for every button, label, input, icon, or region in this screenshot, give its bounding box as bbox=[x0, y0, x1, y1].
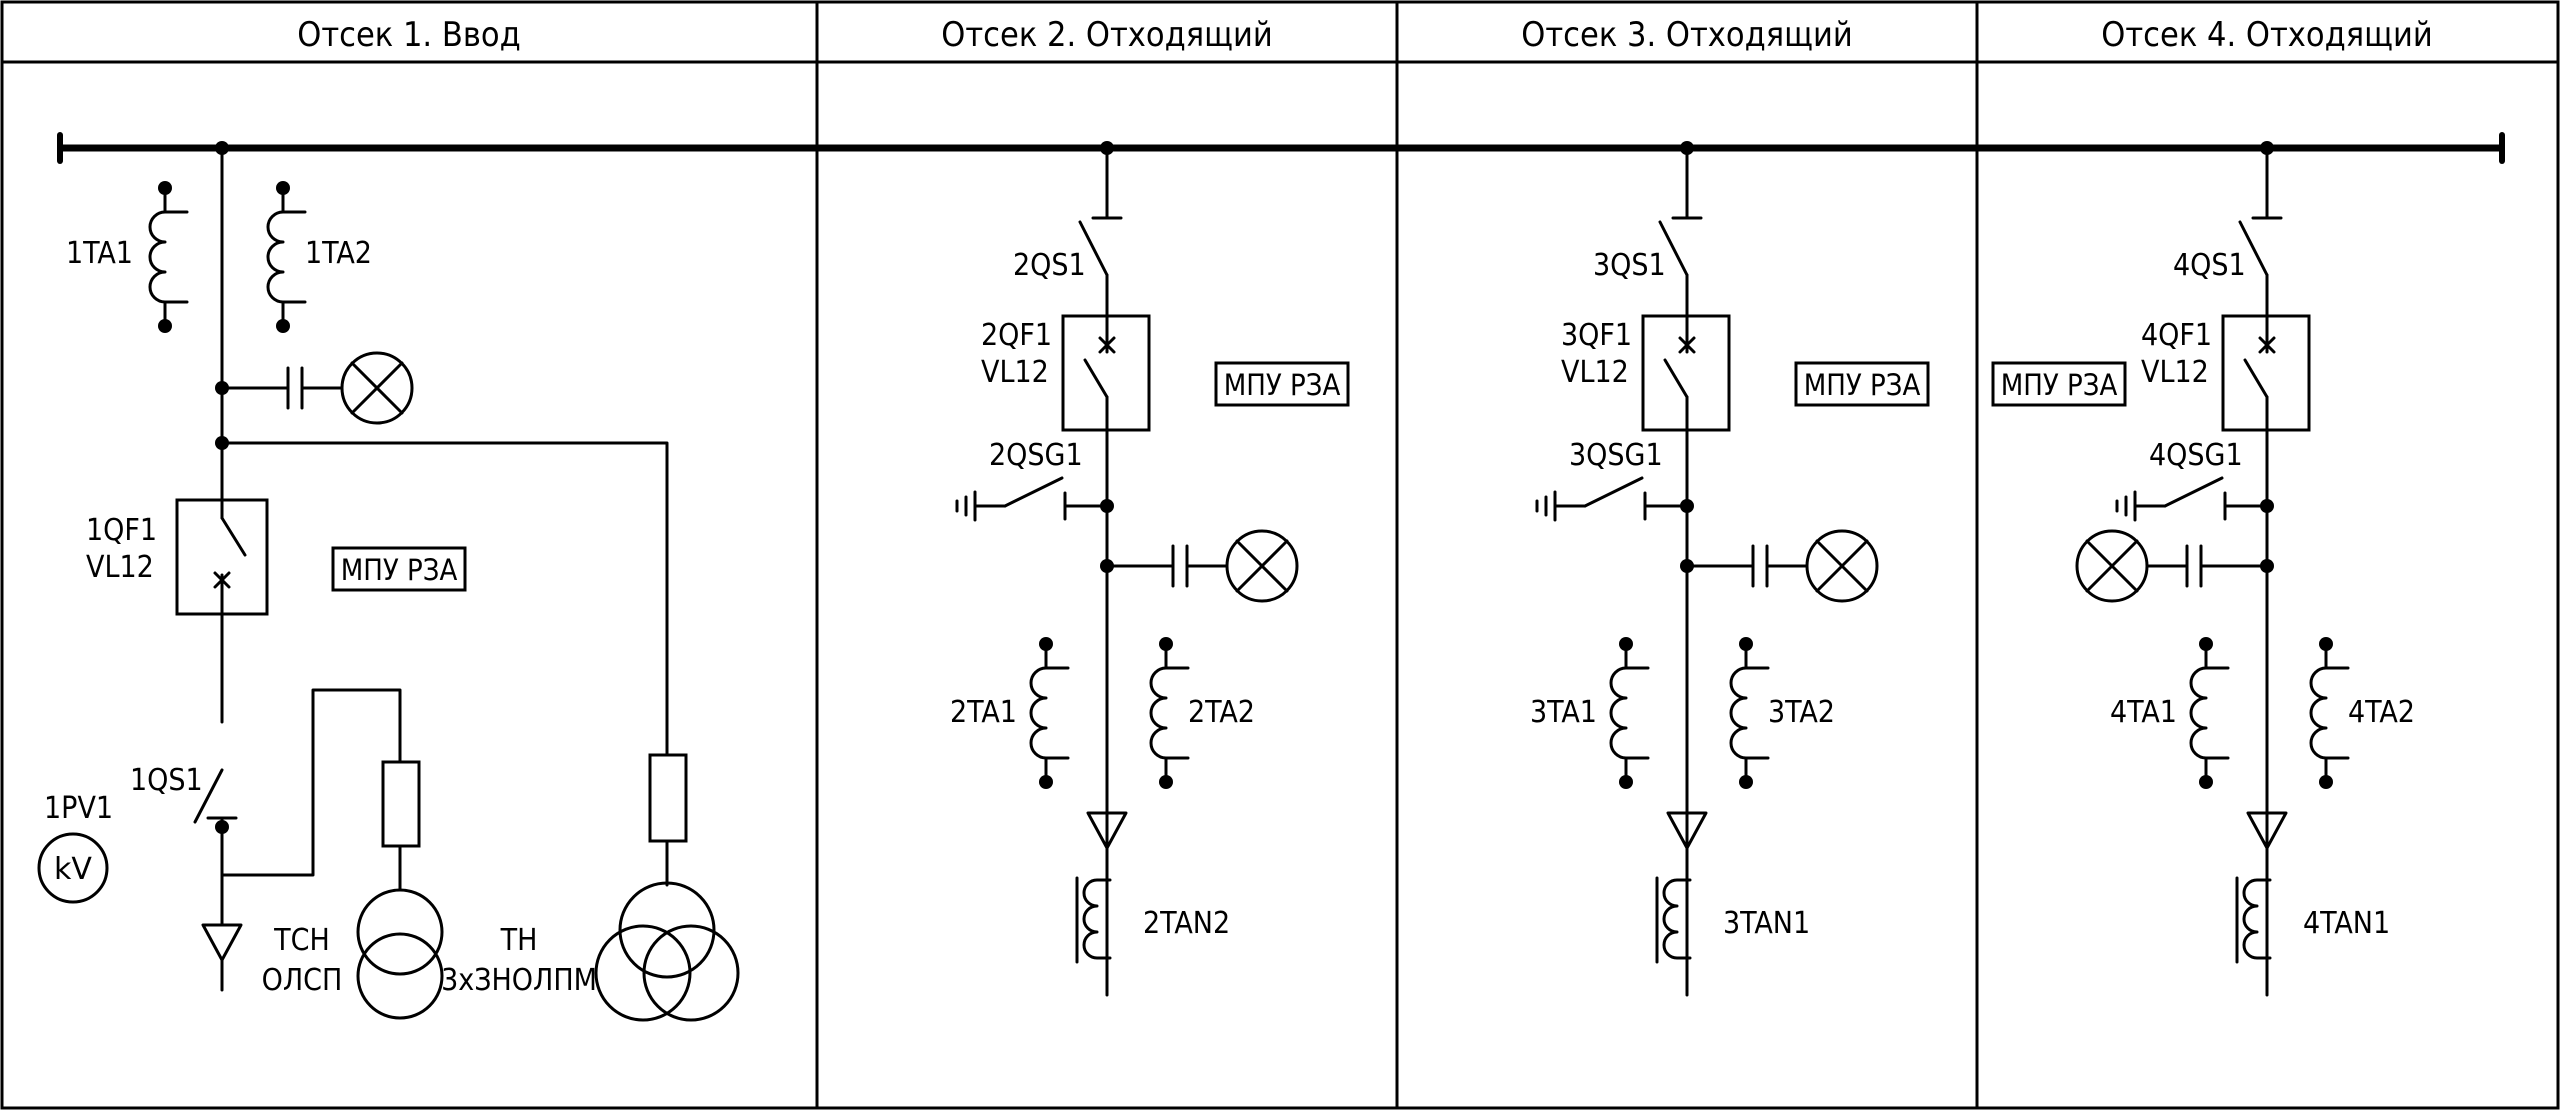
zero-seq-transformer-3tan1 bbox=[1655, 876, 1692, 964]
label-3qsg1: 3QSG1 bbox=[1569, 438, 1663, 473]
rza-box-3 bbox=[1794, 361, 1930, 407]
compartment-3-header: Отсек 3. Отходящий bbox=[1521, 15, 1852, 55]
voltmeter-unit: kV bbox=[54, 852, 92, 887]
voltage-indicator-4 bbox=[2075, 529, 2269, 603]
label-1ta2: 1TA2 bbox=[305, 236, 372, 271]
current-transformer-1ta1 bbox=[148, 181, 189, 333]
label-4qf1-name: 4QF1 bbox=[2141, 318, 2212, 353]
fuse-tsn bbox=[381, 760, 421, 848]
voltage-indicator-3 bbox=[1685, 529, 1879, 603]
compartment-4-scheme: 4QS1 4QF1 VL12 МПУ РЗА 4QSG1 bbox=[1991, 141, 2415, 997]
label-tsn-2: ОЛСП bbox=[262, 963, 343, 998]
label-2ta1: 2TA1 bbox=[950, 695, 1017, 730]
label-2tan2: 2TAN2 bbox=[1143, 906, 1230, 941]
disconnector-4qs1 bbox=[2238, 220, 2269, 277]
current-transformer-3ta1 bbox=[1609, 637, 1650, 789]
label-4ta1: 4TA1 bbox=[2110, 695, 2177, 730]
label-1ta1: 1TA1 bbox=[66, 236, 133, 271]
label-3tan1: 3TAN1 bbox=[1723, 906, 1810, 941]
current-transformer-4ta1 bbox=[2189, 637, 2230, 789]
fuse-tn bbox=[648, 753, 688, 843]
current-transformer-1ta2 bbox=[266, 181, 307, 333]
label-tsn-1: ТСН bbox=[273, 923, 330, 958]
label-3qf1-type: VL12 bbox=[1561, 355, 1629, 390]
cable-end-2 bbox=[1086, 811, 1128, 850]
compartment-4-header: Отсек 4. Отходящий bbox=[2101, 15, 2432, 55]
label-4tan1: 4TAN1 bbox=[2303, 906, 2390, 941]
circuit-breaker-3qf1 bbox=[1641, 314, 1731, 432]
label-3qf1-name: 3QF1 bbox=[1561, 318, 1632, 353]
rza-box-1 bbox=[331, 546, 467, 592]
label-2qf1-type: VL12 bbox=[981, 355, 1049, 390]
disconnector-2qs1 bbox=[1078, 220, 1109, 277]
zero-seq-transformer-4tan1 bbox=[2235, 876, 2272, 964]
current-transformer-4ta2 bbox=[2309, 637, 2350, 789]
label-1qf1-type: VL12 bbox=[86, 550, 154, 585]
rza-label-1: МПУ РЗА bbox=[341, 553, 458, 587]
earthing-switch-2qsg1 bbox=[955, 476, 1109, 522]
rza-label-2: МПУ РЗА bbox=[1224, 368, 1341, 402]
label-4qs1: 4QS1 bbox=[2173, 248, 2246, 283]
voltage-transformer-tn bbox=[594, 881, 740, 1022]
label-1qf1-name: 1QF1 bbox=[86, 513, 157, 548]
label-3qs1: 3QS1 bbox=[1593, 248, 1666, 283]
label-3ta2: 3TA2 bbox=[1768, 695, 1835, 730]
earthing-switch-3qsg1 bbox=[1535, 476, 1689, 522]
cable-end-4 bbox=[2246, 811, 2288, 850]
current-transformer-3ta2 bbox=[1729, 637, 1770, 789]
label-4qsg1: 4QSG1 bbox=[2149, 438, 2243, 473]
current-transformer-2ta2 bbox=[1149, 637, 1190, 789]
voltage-indicator-1 bbox=[220, 351, 414, 425]
earthing-switch-4qsg1 bbox=[2115, 476, 2269, 522]
label-2ta2: 2TA2 bbox=[1188, 695, 1255, 730]
voltmeter-1pv1 bbox=[37, 832, 109, 904]
rza-label-4: МПУ РЗА bbox=[2001, 368, 2118, 402]
label-2qf1-name: 2QF1 bbox=[981, 318, 1052, 353]
label-4qf1-type: VL12 bbox=[2141, 355, 2209, 390]
aux-transformer-tsn bbox=[356, 888, 444, 1020]
compartment-3-scheme: 3QS1 3QF1 VL12 МПУ РЗА 3QSG1 bbox=[1530, 141, 1930, 997]
label-tn-2: 3хЗНОЛПМ bbox=[441, 963, 597, 998]
compartment-2-header: Отсек 2. Отходящий bbox=[941, 15, 1272, 55]
disconnector-3qs1 bbox=[1658, 220, 1689, 277]
label-3ta1: 3TA1 bbox=[1530, 695, 1597, 730]
label-4ta2: 4TA2 bbox=[2348, 695, 2415, 730]
circuit-breaker-1qf1 bbox=[175, 498, 269, 616]
voltage-indicator-2 bbox=[1105, 529, 1299, 603]
cable-end-3 bbox=[1666, 811, 1708, 850]
zero-seq-transformer-2tan2 bbox=[1075, 876, 1112, 964]
rza-label-3: МПУ РЗА bbox=[1804, 368, 1921, 402]
label-2qs1: 2QS1 bbox=[1013, 248, 1086, 283]
rza-box-4 bbox=[1991, 361, 2127, 407]
compartment-1-header: Отсек 1. Ввод bbox=[297, 15, 520, 55]
label-tn-1: ТН bbox=[500, 923, 538, 958]
main-busbar bbox=[57, 132, 2505, 164]
label-2qsg1: 2QSG1 bbox=[989, 438, 1083, 473]
compartment-2-scheme: 2QS1 2QF1 VL12 МПУ РЗА 2QSG1 bbox=[950, 141, 1350, 997]
compartment-1-scheme: 1TA1 1TA2 bbox=[37, 141, 740, 1022]
label-1pv1: 1PV1 bbox=[44, 791, 113, 826]
current-transformer-2ta1 bbox=[1029, 637, 1070, 789]
circuit-breaker-2qf1 bbox=[1061, 314, 1151, 432]
label-1qs1: 1QS1 bbox=[130, 763, 203, 798]
rza-box-2 bbox=[1214, 361, 1350, 407]
circuit-breaker-4qf1 bbox=[2221, 314, 2311, 432]
